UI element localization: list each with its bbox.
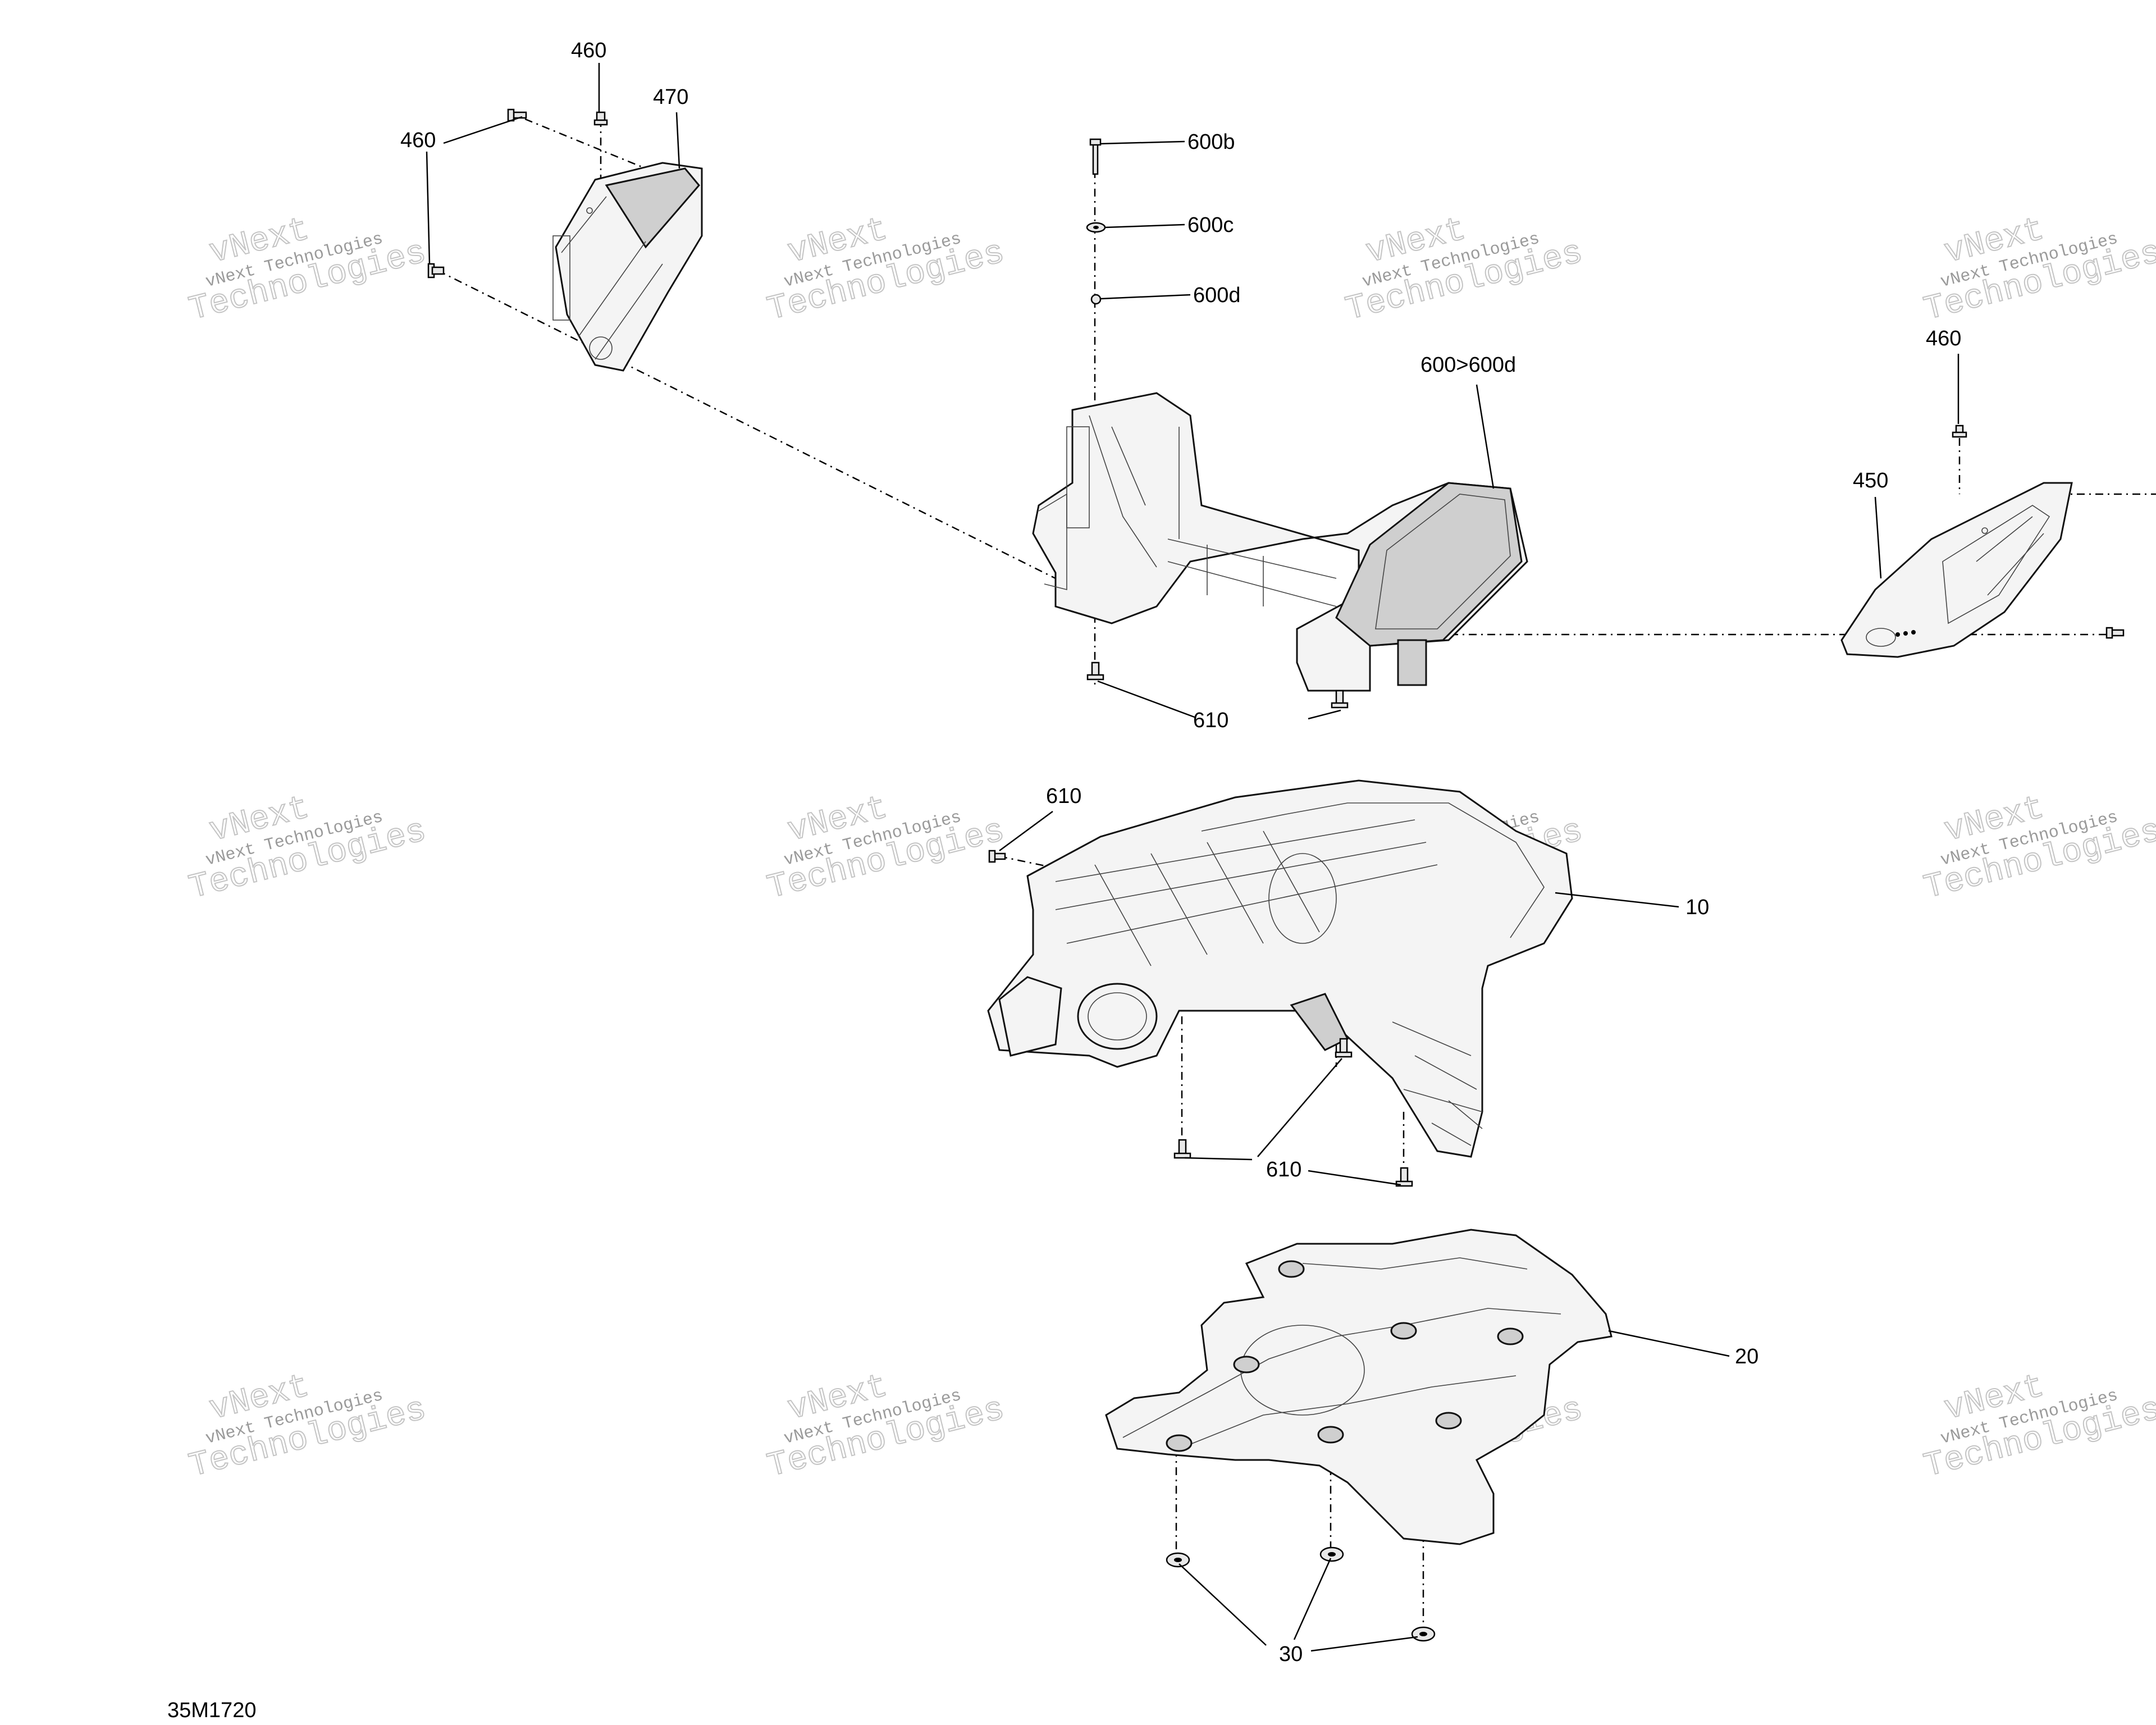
watermark: vNext vNext Technologies Technologies (185, 789, 431, 909)
callout-10: 10 (1685, 896, 1709, 919)
nut-icon (1090, 294, 1102, 305)
callout-610: 610 (1046, 784, 1081, 808)
watermark: vNext vNext Technologies Technologies (763, 789, 1009, 909)
callout-labels: 460 470 460 600b 600c 600d 600>600d 460 … (400, 39, 1961, 1666)
callout-470: 470 (653, 85, 688, 109)
watermark: vNext vNext Technologies Technologies (1341, 211, 1587, 330)
callout-600d: 600d (1193, 284, 1241, 307)
leader-lines (426, 63, 1959, 1652)
screw-icon (1335, 1038, 1353, 1058)
callout-610: 610 (1193, 709, 1228, 732)
screw-icon (988, 850, 1006, 863)
watermark: vNext vNext Technologies Technologies (1920, 211, 2156, 330)
watermark: vNext vNext Technologies Technologies (185, 1367, 431, 1487)
callout-30: 30 (1279, 1642, 1303, 1666)
washer-icon (1411, 1626, 1436, 1642)
washer-icon (1086, 222, 1106, 233)
rivet-icon (1089, 138, 1102, 175)
callout-600b: 600b (1187, 130, 1235, 154)
watermark: vNext vNext Technologies Technologies (185, 211, 431, 330)
hardware (427, 108, 2125, 1642)
screw-icon (1331, 690, 1349, 709)
callout-450: 450 (1853, 469, 1888, 492)
watermark: vNext vNext Technologies Technologies (1920, 1367, 2156, 1487)
screw-icon (1173, 1139, 1191, 1159)
part-20-skid-plate (1105, 1229, 1613, 1545)
callout-460: 460 (571, 39, 606, 62)
document-code: 35M1720 (167, 1699, 256, 1722)
screw-icon (1952, 425, 1967, 438)
callout-610: 610 (1266, 1158, 1301, 1181)
screw-icon (1086, 661, 1104, 681)
callout-600-600d: 600>600d (1420, 353, 1516, 377)
part-600-upper-assembly (1032, 392, 1528, 692)
watermark: vNext vNext Technologies Technologies (763, 1367, 1009, 1487)
part-470-left-vent (552, 162, 703, 372)
callout-460: 460 (400, 129, 436, 152)
screw-icon (1395, 1167, 1413, 1187)
part-10-main-housing (987, 779, 1573, 1158)
washer-icon (1166, 1552, 1190, 1568)
callout-20: 20 (1735, 1345, 1758, 1368)
screw-icon (593, 111, 608, 126)
callout-600c: 600c (1187, 213, 1234, 237)
watermark: vNext vNext Technologies Technologies (1920, 789, 2156, 909)
screw-icon (2105, 627, 2125, 639)
part-450-right-vent (1840, 482, 2073, 658)
callout-460: 460 (1926, 327, 1961, 350)
washer-icon (1319, 1546, 1344, 1562)
screw-icon (427, 263, 445, 279)
watermark: vNext vNext Technologies Technologies (763, 211, 1009, 330)
skid-plate-bosses (1166, 1260, 1524, 1452)
